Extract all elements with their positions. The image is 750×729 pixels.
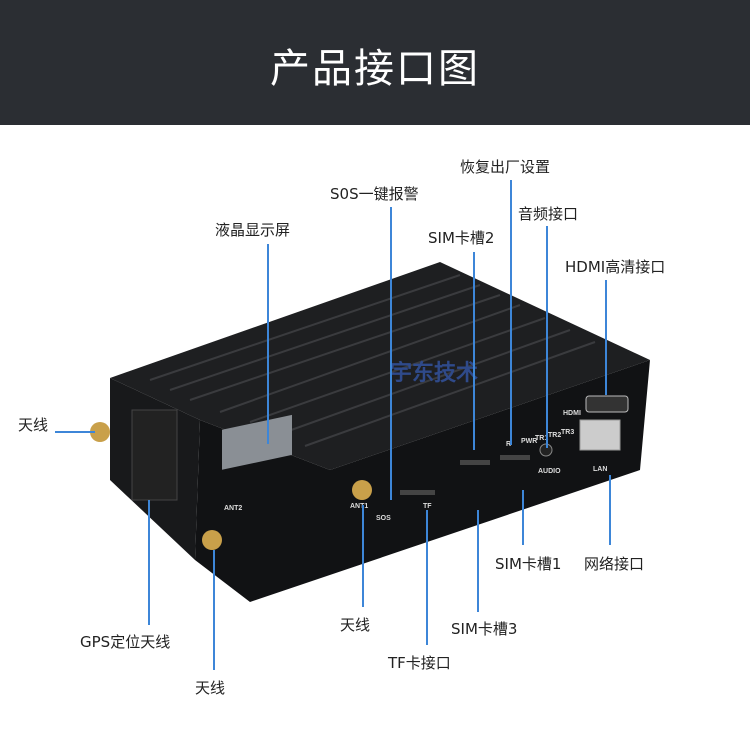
leader-line	[267, 244, 269, 444]
antenna-connector	[352, 480, 372, 500]
port-mark-audio: AUDIO	[538, 468, 561, 475]
port-mark-pwr: PWR	[521, 438, 538, 445]
port-mark-tf: TF	[423, 503, 432, 510]
label-sim2: SIM卡槽2	[428, 229, 495, 247]
label-sim1: SIM卡槽1	[495, 555, 562, 573]
leader-line	[426, 510, 428, 645]
leader-line	[362, 505, 364, 607]
leader-line	[605, 280, 607, 395]
antenna-connector	[90, 422, 110, 442]
lan-port	[579, 419, 621, 451]
port-mark-tr2: TR2	[548, 432, 562, 439]
leader-line	[148, 500, 150, 625]
port-mark-tr3: TR3	[561, 429, 575, 436]
leader-line	[510, 180, 512, 445]
port-mark-reset: R	[506, 441, 512, 448]
label-tf: TF卡接口	[388, 654, 451, 672]
port-mark-ant2: ANT2	[224, 505, 243, 512]
label-audio: 音频接口	[518, 205, 579, 223]
port-mark-tr1: TR1	[535, 435, 549, 442]
leader-line	[522, 490, 524, 545]
label-antenna-left: 天线	[18, 416, 49, 434]
leader-line	[213, 550, 215, 670]
watermark: 宇东技术	[390, 360, 478, 386]
label-sim3: SIM卡槽3	[451, 620, 518, 638]
hdmi-port	[585, 395, 629, 413]
gps-antenna-cover	[131, 409, 178, 501]
tf-slot	[400, 490, 435, 495]
port-mark-hdmi: HDMI	[563, 410, 581, 417]
lcd-screen	[222, 414, 292, 470]
label-gps: GPS定位天线	[80, 633, 171, 651]
leader-line	[477, 510, 479, 612]
label-antenna-bottom: 天线	[195, 679, 226, 697]
leader-line	[546, 226, 548, 448]
label-sos: S0S一键报警	[330, 185, 419, 203]
leader-line	[473, 252, 475, 450]
leader-line	[55, 431, 95, 433]
label-factory-reset: 恢复出厂设置	[460, 158, 551, 176]
sim-slot	[460, 460, 490, 465]
leader-line	[390, 207, 392, 500]
port-mark-lan: LAN	[593, 466, 608, 473]
header-bar: 产品接口图	[0, 0, 750, 125]
port-mark-ant1: ANT1	[350, 503, 369, 510]
leader-line	[609, 475, 611, 545]
label-antenna-front: 天线	[340, 616, 371, 634]
antenna-connector	[202, 530, 222, 550]
label-lan: 网络接口	[584, 555, 645, 573]
label-lcd: 液晶显示屏	[215, 221, 291, 239]
sim-slot	[500, 455, 530, 460]
page-title: 产品接口图	[270, 46, 480, 92]
device-front-face	[195, 360, 650, 602]
device-top-face	[110, 262, 650, 470]
label-hdmi: HDMI高清接口	[565, 258, 666, 276]
port-mark-sos: SOS	[376, 515, 391, 522]
